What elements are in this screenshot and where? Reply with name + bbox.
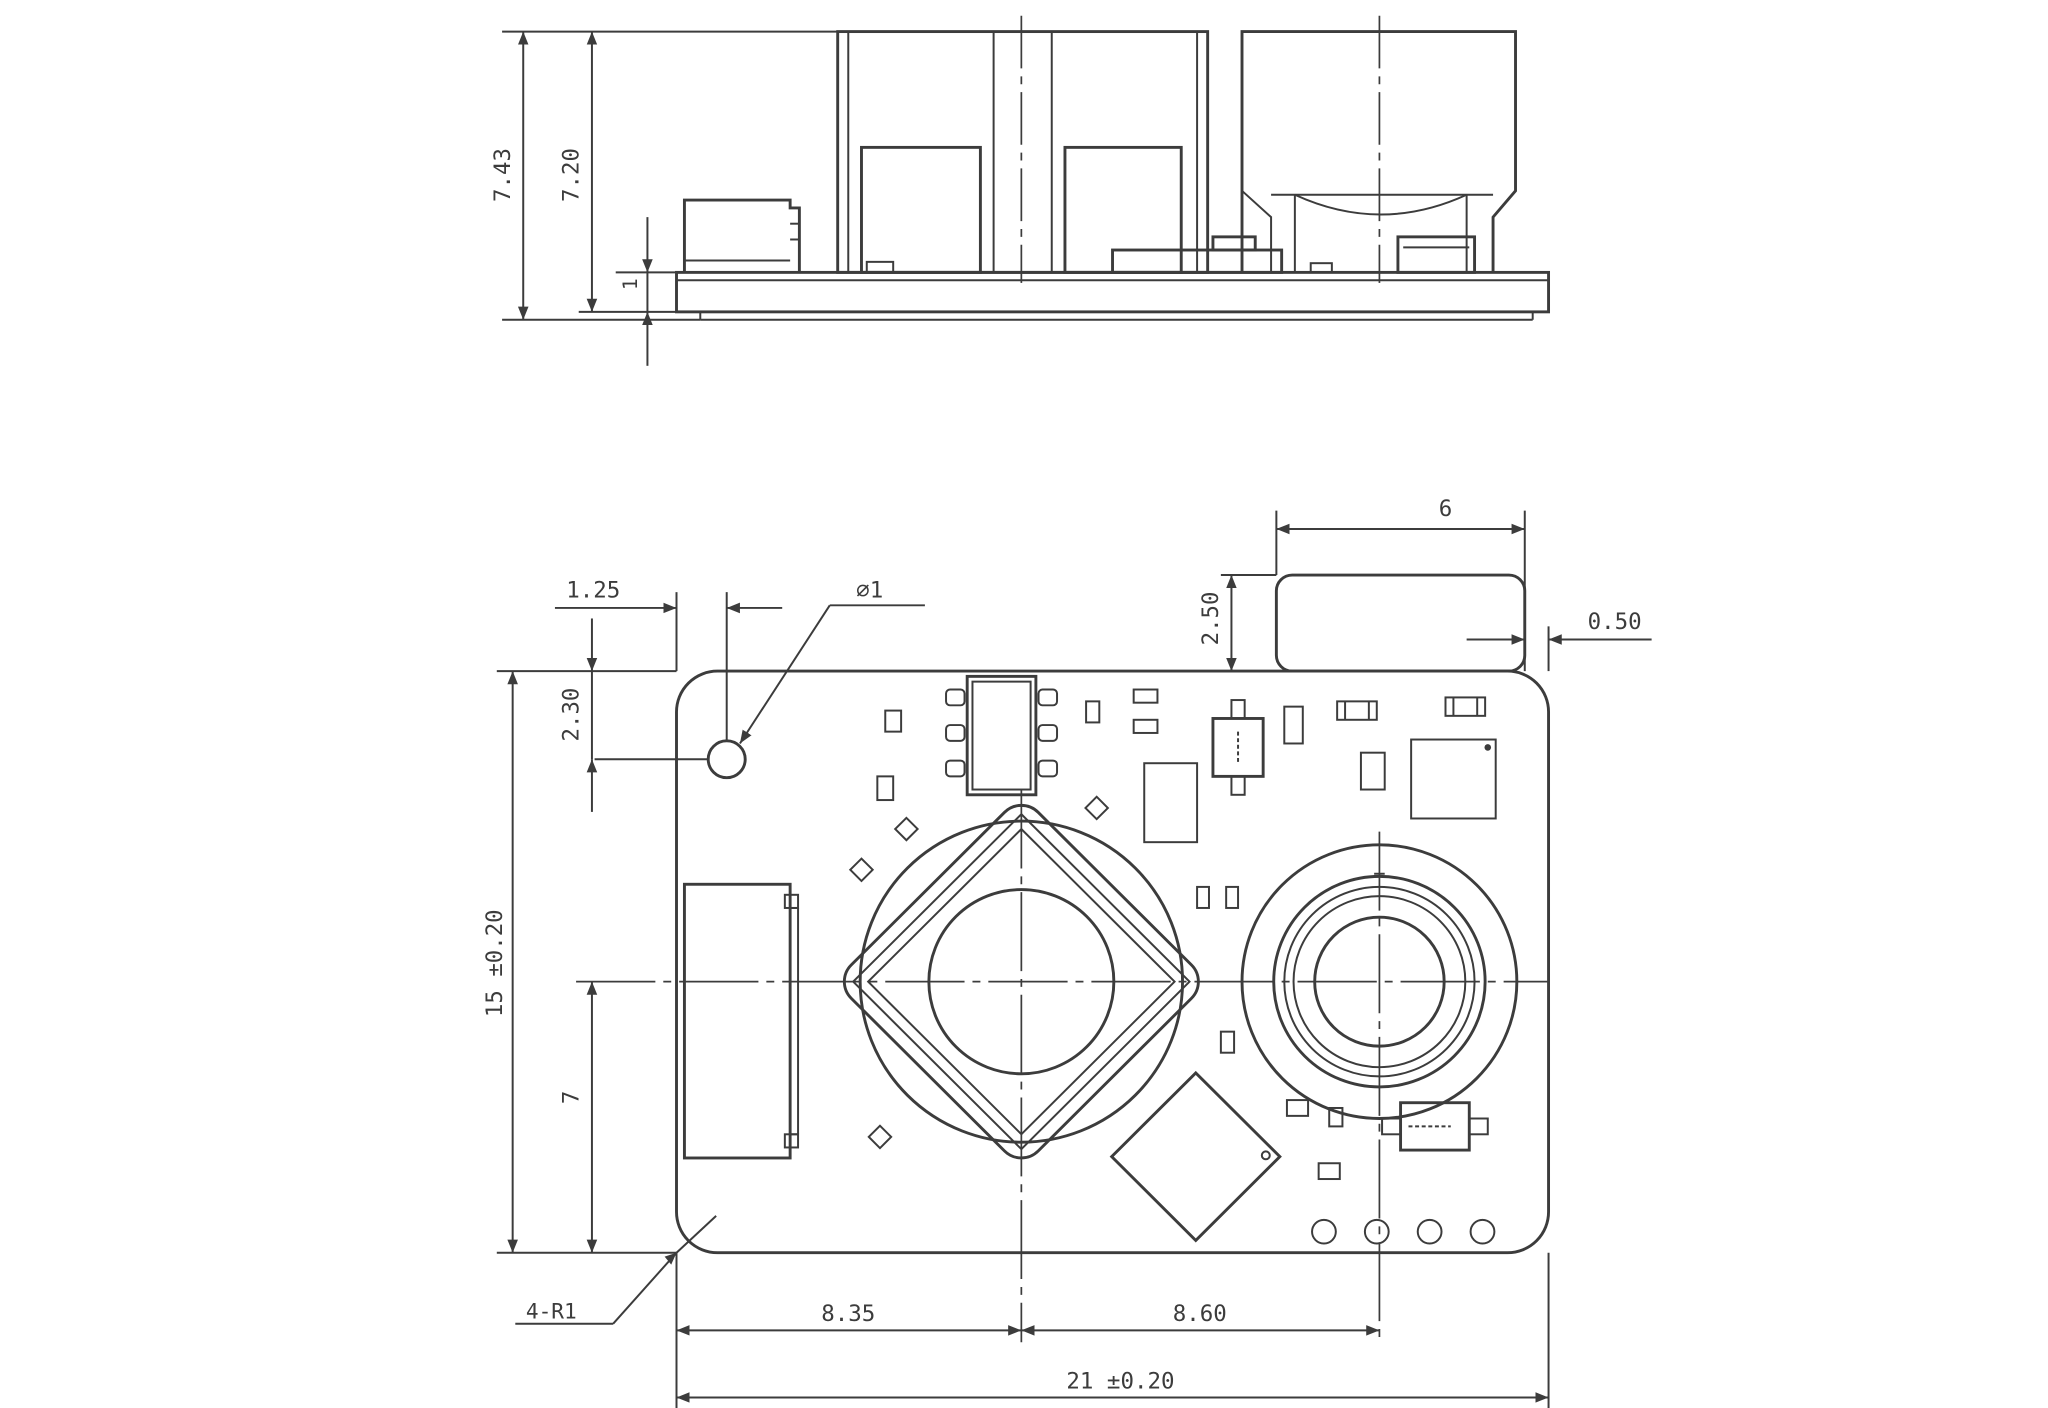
dim-lens-protrusion: 2.50 xyxy=(1198,574,1277,672)
dim-hole-offset-x-label: 1.25 xyxy=(566,577,620,603)
smd-components xyxy=(848,688,1497,1181)
dim-board-width: 21 ±0.20 xyxy=(676,1368,1549,1403)
transistor-bottom xyxy=(1381,1101,1489,1152)
side-view-sensor-housing xyxy=(836,15,1210,283)
dim-hole-offset-x: 1.25 xyxy=(554,577,783,741)
dim-hole-diameter: ∅1 xyxy=(739,577,925,745)
dim-lens-protrusion-label: 2.50 xyxy=(1198,592,1224,646)
dim-body-height: 7.20 xyxy=(559,31,677,313)
side-view-connector xyxy=(682,198,801,273)
dim-lens-edge-offset: 0.50 xyxy=(1466,609,1652,672)
lens-housing-tab xyxy=(1274,573,1527,673)
dim-left-center-label: 8.35 xyxy=(821,1301,875,1327)
side-view-pcb xyxy=(675,270,1551,321)
dim-board-width-label: 21 ±0.20 xyxy=(1066,1368,1174,1394)
lens xyxy=(1240,843,1519,1120)
dim-lens-width-label: 6 xyxy=(1439,496,1453,522)
transistor-top xyxy=(1211,699,1265,796)
dim-hole-diameter-label: ∅1 xyxy=(856,577,883,603)
dim-overall-height: 7.43 xyxy=(490,30,838,321)
dim-corner-radius: 4-R1 xyxy=(515,1215,717,1325)
top-view: 4-R1 6 2.50 0.50 1.25 xyxy=(482,496,1652,1408)
dim-center-height-label: 7 xyxy=(559,1091,585,1104)
dim-corner-radius-label: 4-R1 xyxy=(526,1299,577,1324)
mounting-hole xyxy=(706,739,747,780)
side-view: 7.43 7.20 1 xyxy=(490,15,1551,366)
dim-pcb-thickness: 1 xyxy=(615,217,677,366)
dim-center-spacing: 8.60 xyxy=(1021,1301,1380,1336)
dim-lens-edge-offset-label: 0.50 xyxy=(1588,609,1642,635)
ic-chip-top xyxy=(945,674,1059,797)
dim-lens-width: 6 xyxy=(1275,496,1526,672)
dim-hole-offset-y-label: 2.30 xyxy=(559,688,585,742)
board-outline xyxy=(675,669,1551,1255)
dim-hole-offset-y: 2.30 xyxy=(559,618,598,812)
dim-board-height: 15 ±0.20 xyxy=(482,670,677,1254)
qfn-chip xyxy=(1109,1070,1282,1243)
dim-pcb-thickness-label: 1 xyxy=(619,278,642,290)
dim-board-height-label: 15 ±0.20 xyxy=(482,909,508,1017)
dim-center-spacing-label: 8.60 xyxy=(1173,1301,1227,1327)
dim-center-height: 7 xyxy=(559,981,598,1253)
pin-holes xyxy=(1311,1218,1496,1245)
dim-overall-height-label: 7.43 xyxy=(490,148,516,202)
dim-left-center: 8.35 xyxy=(675,1252,1550,1408)
diamond-sensor xyxy=(842,803,1200,1160)
dim-body-height-label: 7.20 xyxy=(559,148,585,202)
board-connector xyxy=(682,882,800,1160)
side-view-lens-housing xyxy=(1111,15,1517,283)
